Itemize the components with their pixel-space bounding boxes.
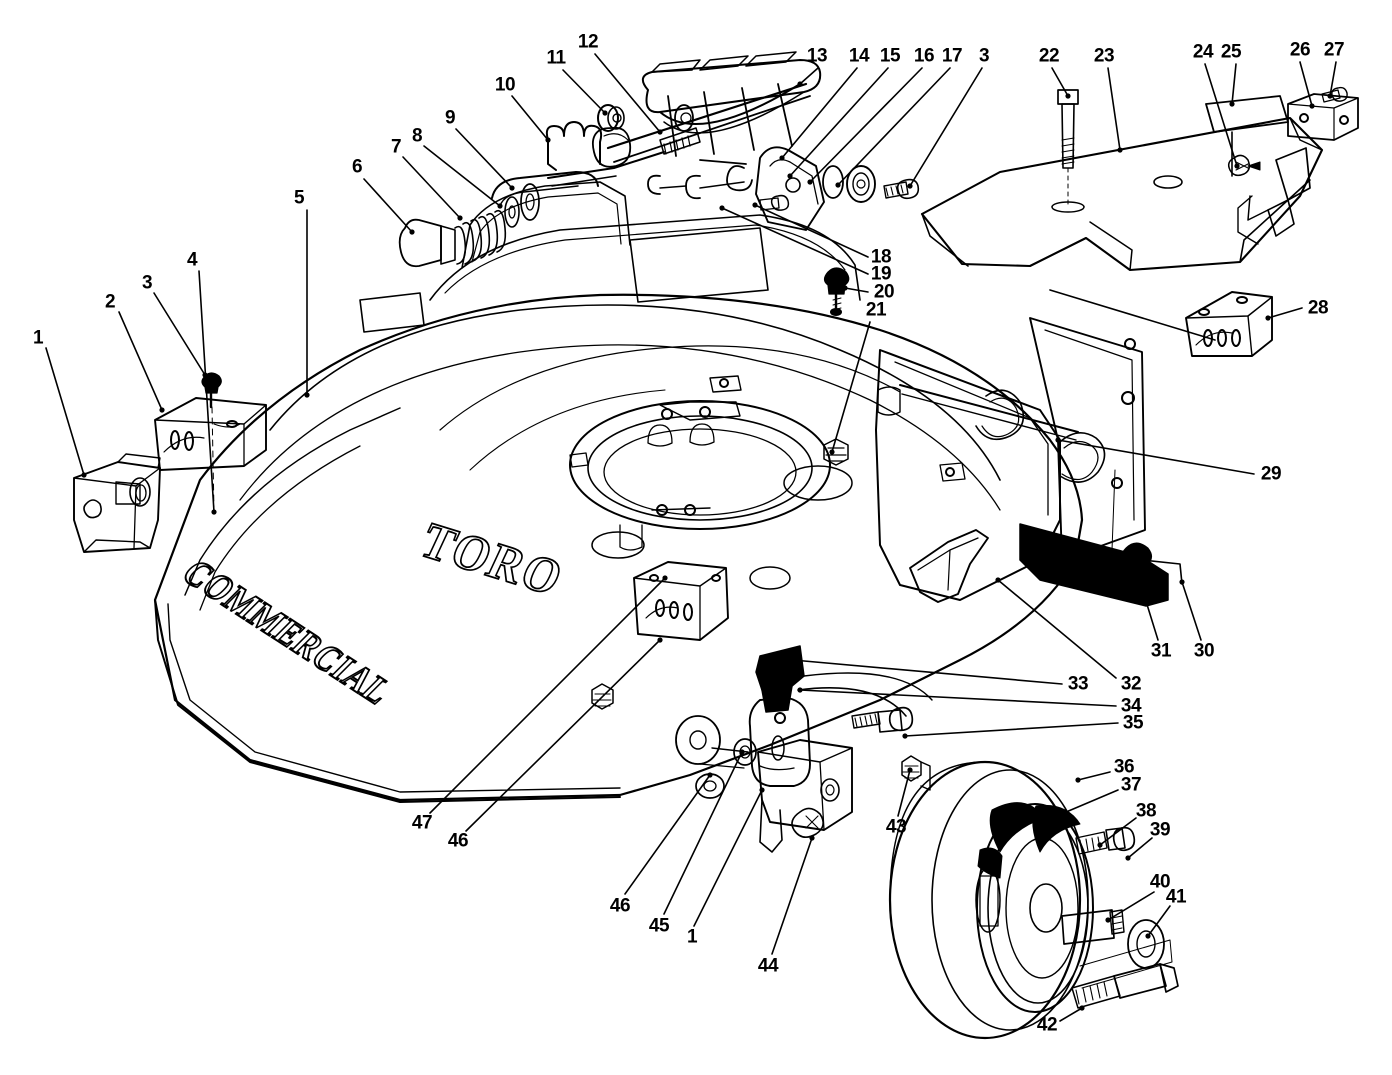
nut-part-43 bbox=[901, 755, 931, 791]
callout-number-34[interactable]: 34 bbox=[1120, 695, 1142, 717]
callout-number-16[interactable]: 16 bbox=[913, 45, 935, 67]
callout-number-35[interactable]: 35 bbox=[1122, 712, 1144, 734]
callout-number-11[interactable]: 11 bbox=[546, 47, 566, 69]
callout-number-7[interactable]: 7 bbox=[390, 136, 402, 158]
callout-number-22[interactable]: 22 bbox=[1038, 45, 1060, 67]
callout-number-23[interactable]: 23 bbox=[1093, 45, 1115, 67]
callout-number-38[interactable]: 38 bbox=[1135, 800, 1157, 822]
callout-number-17[interactable]: 17 bbox=[941, 45, 963, 67]
callout-number-28[interactable]: 28 bbox=[1307, 297, 1329, 319]
engine-plate-part-23 bbox=[920, 116, 1324, 272]
callout-number-19[interactable]: 19 bbox=[870, 263, 892, 285]
callout-number-26[interactable]: 26 bbox=[1289, 39, 1311, 61]
callout-number-40[interactable]: 40 bbox=[1149, 871, 1171, 893]
callout-number-37[interactable]: 37 bbox=[1120, 774, 1142, 796]
bracket-part-28 bbox=[1185, 291, 1273, 357]
belt-shield-parts-30-31 bbox=[1019, 469, 1183, 607]
height-adjust-lever bbox=[591, 683, 853, 853]
callout-number-43[interactable]: 43 bbox=[885, 816, 907, 838]
callout-number-27[interactable]: 27 bbox=[1323, 39, 1345, 61]
callout-number-14[interactable]: 14 bbox=[848, 45, 870, 67]
shoulder-bolt-part-35 bbox=[797, 672, 933, 733]
callout-number-46[interactable]: 46 bbox=[609, 895, 631, 917]
callout-number-36[interactable]: 36 bbox=[1113, 756, 1135, 778]
callout-number-33[interactable]: 33 bbox=[1067, 673, 1089, 695]
callout-number-21[interactable]: 21 bbox=[865, 299, 887, 321]
callout-number-9[interactable]: 9 bbox=[444, 107, 456, 129]
wire-clip-part-10 bbox=[545, 121, 603, 171]
callout-number-25[interactable]: 25 bbox=[1220, 41, 1242, 63]
callout-number-1[interactable]: 1 bbox=[686, 926, 698, 948]
callout-number-18[interactable]: 18 bbox=[870, 246, 892, 268]
linkage-plate-hardware bbox=[647, 146, 920, 231]
callout-number-10[interactable]: 10 bbox=[494, 74, 516, 96]
callout-number-3[interactable]: 3 bbox=[978, 45, 990, 67]
callout-number-29[interactable]: 29 bbox=[1260, 463, 1282, 485]
callout-number-24[interactable]: 24 bbox=[1192, 41, 1214, 63]
callout-number-4[interactable]: 4 bbox=[186, 249, 198, 271]
callout-number-42[interactable]: 42 bbox=[1036, 1014, 1058, 1036]
callout-number-8[interactable]: 8 bbox=[411, 125, 423, 147]
callout-number-41[interactable]: 41 bbox=[1165, 886, 1187, 908]
callout-number-32[interactable]: 32 bbox=[1120, 673, 1142, 695]
callout-number-15[interactable]: 15 bbox=[879, 45, 901, 67]
blade-spindle-ring bbox=[569, 375, 901, 590]
fastener-part-24 bbox=[1227, 154, 1261, 177]
callout-number-1[interactable]: 1 bbox=[32, 327, 44, 349]
bracket-part-26 bbox=[1287, 93, 1359, 141]
callout-number-2[interactable]: 2 bbox=[104, 291, 116, 313]
callout-number-39[interactable]: 39 bbox=[1149, 819, 1171, 841]
left-mount-brackets bbox=[73, 372, 267, 553]
callout-number-13[interactable]: 13 bbox=[806, 45, 828, 67]
bushing-part-11 bbox=[597, 104, 625, 132]
handle-latch-knob-assembly bbox=[398, 151, 665, 268]
callout-number-12[interactable]: 12 bbox=[577, 31, 599, 53]
screw-part-20 bbox=[823, 267, 850, 316]
callout-number-6[interactable]: 6 bbox=[351, 156, 363, 178]
callout-number-46[interactable]: 46 bbox=[447, 830, 469, 852]
chute-part-32 bbox=[909, 529, 989, 603]
callout-number-30[interactable]: 30 bbox=[1193, 640, 1215, 662]
lever-grip-parts-33-34 bbox=[755, 645, 805, 713]
callout-number-31[interactable]: 31 bbox=[1150, 640, 1172, 662]
callout-number-20[interactable]: 20 bbox=[873, 281, 895, 303]
callout-number-3[interactable]: 3 bbox=[141, 272, 153, 294]
callout-number-5[interactable]: 5 bbox=[293, 187, 305, 209]
mower-deck-housing bbox=[153, 181, 1084, 803]
bolt-part-22 bbox=[1051, 89, 1085, 213]
bracket-part-47 bbox=[633, 561, 729, 641]
callout-number-45[interactable]: 45 bbox=[648, 915, 670, 937]
callout-number-44[interactable]: 44 bbox=[757, 955, 779, 977]
callout-number-47[interactable]: 47 bbox=[411, 812, 433, 834]
wheel-assembly bbox=[888, 760, 1179, 1040]
